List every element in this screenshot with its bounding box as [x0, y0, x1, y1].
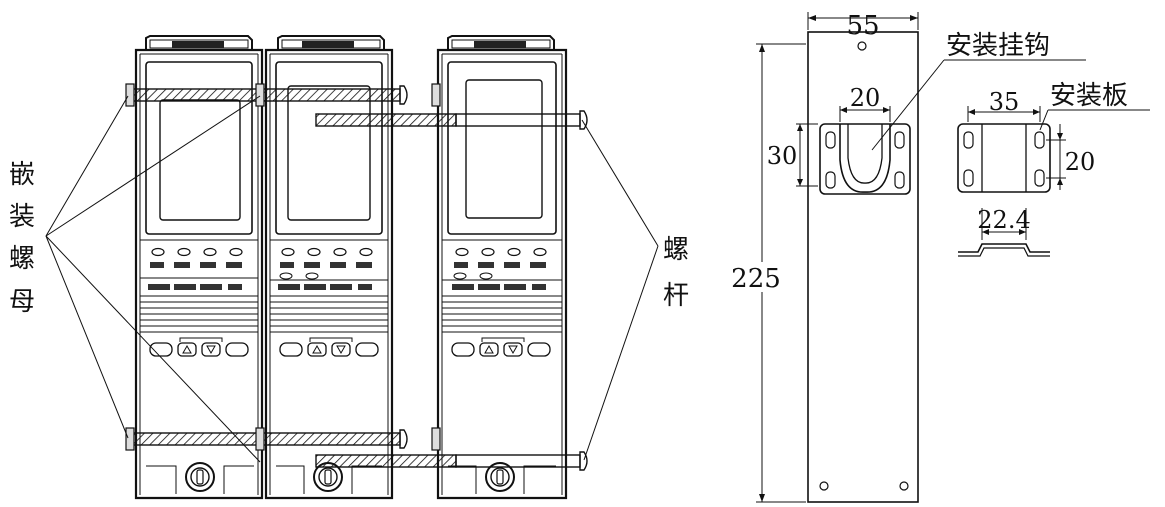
- svg-text:安装挂钩: 安装挂钩: [946, 31, 1050, 61]
- vent-slots-unit-2: [270, 301, 388, 333]
- svg-text:螺: 螺: [663, 235, 689, 265]
- bolt-rods: [125, 83, 588, 471]
- svg-text:母: 母: [9, 287, 35, 317]
- mounting-plate-label: 安装板: [1039, 81, 1150, 131]
- svg-text:30: 30: [767, 142, 798, 170]
- svg-text:22.4: 22.4: [977, 206, 1030, 234]
- vent-slots-unit-1: [140, 301, 258, 333]
- svg-text:杆: 杆: [663, 281, 689, 311]
- dim-hook-20: 20: [839, 84, 891, 122]
- dim-small-20: 20: [1046, 124, 1095, 190]
- svg-text:55: 55: [846, 11, 879, 41]
- panel-markings-unit-2: [278, 262, 372, 290]
- svg-text:20: 20: [1065, 148, 1096, 176]
- svg-text:装: 装: [9, 202, 35, 232]
- control-buttons-unit-2: [279, 337, 379, 357]
- mounting-plate-drawing: 55 20 30 225: [730, 11, 1086, 503]
- controller-unit-1: [134, 35, 264, 500]
- dim-hook-30: 30: [767, 123, 818, 187]
- svg-text:安装板: 安装板: [1050, 81, 1128, 111]
- leader-lines-nut: [45, 95, 261, 463]
- dim-225: 225: [730, 43, 806, 503]
- dim-35: 35: [967, 88, 1041, 122]
- embedded-nut-label: 嵌 装 螺 母: [9, 160, 35, 317]
- vent-slots-unit-3: [442, 301, 562, 333]
- dim-55: 55: [807, 11, 919, 41]
- svg-text:嵌: 嵌: [9, 160, 35, 190]
- mounting-hook-label: 安装挂钩: [871, 31, 1086, 151]
- leader-lines-rod: [581, 119, 659, 461]
- indicator-leds-unit-2: [281, 247, 373, 257]
- mounting-hook-drawing: [819, 123, 911, 195]
- controller-unit-2: [264, 35, 394, 500]
- control-buttons-unit-3: [451, 337, 551, 357]
- indicator-leds-unit-1: [151, 247, 243, 257]
- svg-text:225: 225: [731, 264, 781, 294]
- bolt-rod-label: 螺 杆: [663, 235, 689, 311]
- indicator-leds-unit-3: [455, 247, 547, 257]
- svg-text:20: 20: [850, 84, 881, 112]
- control-buttons-unit-1: [149, 337, 249, 357]
- key-lock-unit-3: [448, 462, 556, 494]
- key-lock-unit-1: [146, 462, 254, 494]
- svg-text:螺: 螺: [9, 244, 35, 274]
- controller-unit-3: [436, 35, 568, 500]
- panel-markings-unit-1: [148, 262, 242, 290]
- panel-markings-unit-3: [452, 262, 546, 290]
- small-mounting-plate-drawing: 35 20 安装板 22.4: [957, 81, 1150, 257]
- small-plate-profile: 22.4: [958, 206, 1050, 257]
- svg-text:35: 35: [989, 88, 1020, 116]
